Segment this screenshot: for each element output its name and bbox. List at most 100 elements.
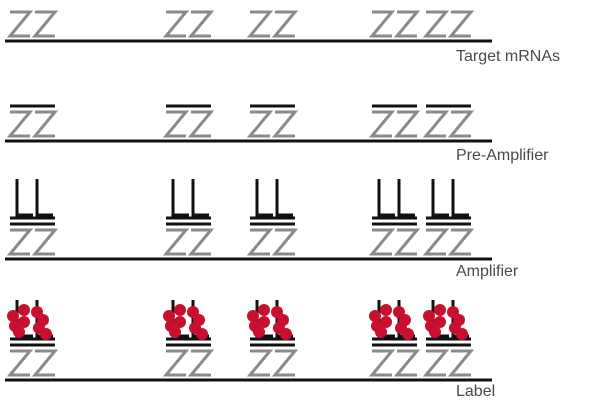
probe-z-shape: [422, 110, 450, 138]
probe-z-shape: [422, 349, 450, 377]
probe-z-shape: [447, 110, 475, 138]
probe-pair: [246, 104, 299, 138]
label-dot: [174, 316, 186, 328]
probe-z-shape: [246, 349, 274, 377]
probe-z-shape: [368, 349, 396, 377]
probe-z-shape: [162, 349, 190, 377]
label-dot: [18, 316, 30, 328]
probe-pair: [6, 300, 59, 377]
label-dot: [434, 304, 446, 316]
probe-z-shape: [246, 228, 274, 256]
probe-z-shape: [6, 10, 34, 38]
row-label: Amplifier: [456, 263, 519, 280]
probe-z-shape: [422, 10, 450, 38]
amplifier-l-shape: [397, 179, 415, 217]
probe-z-shape: [187, 10, 215, 38]
probe-pair: [162, 179, 215, 256]
row-3: Amplifier: [5, 179, 519, 280]
probe-z-shape: [187, 228, 215, 256]
label-dot: [253, 326, 265, 338]
probe-pair: [6, 104, 59, 138]
label-dot: [402, 328, 414, 340]
probe-z-shape: [31, 228, 59, 256]
probe-z-shape: [447, 228, 475, 256]
probe-z-shape: [422, 228, 450, 256]
label-dot: [369, 310, 381, 322]
label-dot: [380, 316, 392, 328]
probe-pair: [246, 179, 299, 256]
label-dot: [375, 326, 387, 338]
row-2: Pre-Amplifier: [5, 104, 549, 164]
label-dot: [18, 304, 30, 316]
label-dot: [423, 310, 435, 322]
probe-z-shape: [271, 228, 299, 256]
probe-z-shape: [447, 349, 475, 377]
probe-pair: [6, 10, 59, 38]
probe-z-shape: [246, 10, 274, 38]
label-dot: [429, 326, 441, 338]
row-label: Target mRNAs: [456, 48, 560, 65]
probe-pair: [368, 179, 421, 256]
probe-z-shape: [31, 349, 59, 377]
probe-z-shape: [271, 10, 299, 38]
amplifier-l-shape: [377, 179, 395, 217]
probe-z-shape: [368, 10, 396, 38]
probe-pair: [6, 179, 59, 256]
probe-pair: [368, 104, 421, 138]
label-dot: [247, 310, 259, 322]
label-dot: [196, 328, 208, 340]
label-dot: [280, 328, 292, 340]
probe-z-shape: [246, 110, 274, 138]
probe-z-shape: [271, 349, 299, 377]
amplifier-l-shape: [451, 179, 469, 217]
amplifier-l-shape: [431, 179, 449, 217]
label-dot: [380, 304, 392, 316]
probe-z-shape: [162, 10, 190, 38]
row-label: Label: [456, 383, 495, 400]
probe-z-shape: [162, 110, 190, 138]
probe-pair: [162, 300, 215, 377]
label-dot: [174, 304, 186, 316]
row-4: Label: [5, 300, 495, 400]
label-dot: [258, 304, 270, 316]
probe-z-shape: [187, 110, 215, 138]
probe-pair: [246, 10, 299, 38]
probe-z-shape: [187, 349, 215, 377]
probe-z-shape: [6, 228, 34, 256]
probe-z-shape: [6, 349, 34, 377]
probe-z-shape: [393, 349, 421, 377]
probe-pair: [422, 179, 475, 256]
amplifier-l-shape: [191, 179, 209, 217]
probe-pair: [162, 10, 215, 38]
probe-z-shape: [393, 228, 421, 256]
label-dot: [13, 326, 25, 338]
probe-z-shape: [447, 10, 475, 38]
probe-z-shape: [271, 110, 299, 138]
probe-z-shape: [31, 110, 59, 138]
probe-pair: [422, 300, 475, 377]
amplifier-l-shape: [255, 179, 273, 217]
probe-pair: [368, 300, 421, 377]
amplifier-l-shape: [35, 179, 53, 217]
probe-z-shape: [368, 228, 396, 256]
label-dot: [258, 316, 270, 328]
probe-pair: [422, 104, 475, 138]
probe-z-shape: [368, 110, 396, 138]
label-dot: [456, 328, 468, 340]
probe-z-shape: [31, 10, 59, 38]
amplifier-l-shape: [275, 179, 293, 217]
probe-pair: [162, 104, 215, 138]
probe-pair: [368, 10, 421, 38]
probe-pair: [246, 300, 299, 377]
probe-z-shape: [162, 228, 190, 256]
label-dot: [169, 326, 181, 338]
label-dot: [40, 328, 52, 340]
probe-z-shape: [393, 110, 421, 138]
label-dot: [7, 310, 19, 322]
amplifier-l-shape: [171, 179, 189, 217]
probe-z-shape: [6, 110, 34, 138]
amplifier-l-shape: [15, 179, 33, 217]
probe-z-shape: [393, 10, 421, 38]
probe-pair: [422, 10, 475, 38]
